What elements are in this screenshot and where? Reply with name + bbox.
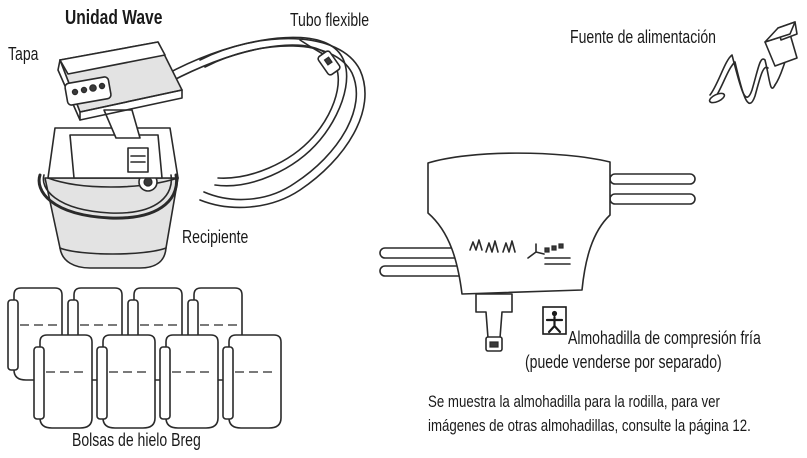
tube-connector [317,50,341,76]
ice-bag [96,334,156,429]
ice-bag [33,334,93,429]
ice-bag [222,334,282,429]
caption-line-1: Se muestra la almohadilla para la rodill… [428,392,720,411]
body-figure-icon [542,306,567,335]
compression-pad [379,152,696,352]
flexible-tube [164,36,366,209]
label-power-supply: Fuente de alimentación [570,27,716,47]
label-pad-note: (puede venderse por separado) [525,352,722,372]
ice-bag [159,334,219,429]
label-flexible-tube: Tubo flexible [290,10,370,30]
label-pad-name: Almohadilla de compresión fría [568,328,761,348]
pad-strap [609,173,696,205]
diagram-title: Unidad Wave [65,7,163,29]
container [37,127,179,269]
label-lid: Tapa [8,44,39,64]
pad-instruction-icons [469,239,571,265]
lid-control-panel [64,76,112,106]
lid [57,41,183,139]
label-ice-bags: Bolsas de hielo Breg [72,430,201,450]
power-supply [708,21,798,105]
caption-line-2: imágenes de otras almohadillas, consulte… [428,416,751,435]
ice-bags [7,287,282,429]
label-container: Recipiente [182,227,249,247]
